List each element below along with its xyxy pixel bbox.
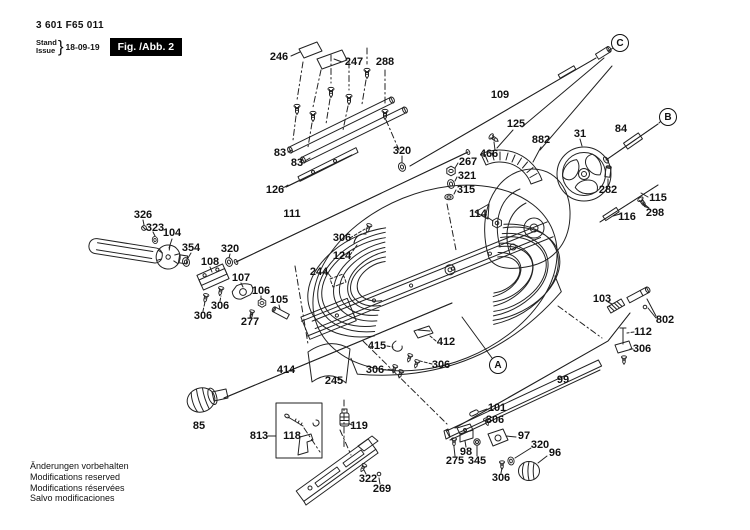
footer-line: Modifications réservées <box>30 482 125 493</box>
miter-scale <box>444 129 543 251</box>
turntable <box>300 184 562 376</box>
part-label-103: 103 <box>592 293 612 305</box>
part-number: 3 601 F65 011 <box>36 20 104 31</box>
figure-number-badge: Fig. /Abb. 2 <box>109 38 183 56</box>
part-label-323: 323 <box>145 222 165 234</box>
part-label-246: 246 <box>269 51 289 63</box>
part-label-99: 99 <box>556 374 570 386</box>
part-label-108: 108 <box>200 256 220 268</box>
part-label-85: 85 <box>192 420 206 432</box>
part-label-105: 105 <box>269 294 289 306</box>
part-label-112: 112 <box>634 326 652 338</box>
part-label-306: 306 <box>365 364 385 376</box>
part-label-306: 306 <box>485 414 505 426</box>
part-label-109: 109 <box>490 89 510 101</box>
part-label-84: 84 <box>614 123 628 135</box>
part-label-414: 414 <box>276 364 296 376</box>
part-label-114: 114 <box>469 208 487 220</box>
part-label-320: 320 <box>392 145 412 157</box>
view-label-C: C <box>611 34 629 52</box>
part-label-244: 244 <box>309 266 329 278</box>
part-label-101: 101 <box>487 402 507 414</box>
stand-label: Stand <box>36 38 57 47</box>
part-label-306: 306 <box>431 359 451 371</box>
part-label-306: 306 <box>193 310 213 322</box>
part-label-125: 125 <box>506 118 526 130</box>
spring-link <box>606 286 657 365</box>
part-label-322: 322 <box>358 473 378 485</box>
part-label-813: 813 <box>249 430 269 442</box>
part-label-282: 282 <box>598 184 618 196</box>
part-label-245: 245 <box>324 375 344 387</box>
view-label-A: A <box>489 356 507 374</box>
mount-box <box>267 402 352 459</box>
part-label-466: 466 <box>479 148 499 160</box>
knob-cluster <box>451 423 548 481</box>
part-label-119: 119 <box>350 420 368 432</box>
part-label-326: 326 <box>133 209 153 221</box>
top-plate-assembly <box>282 41 408 189</box>
part-label-306: 306 <box>632 343 652 355</box>
part-label-107: 107 <box>231 272 251 284</box>
handwheel <box>556 120 662 202</box>
part-label-115: 115 <box>649 192 667 204</box>
part-label-116: 116 <box>618 211 636 223</box>
part-label-320: 320 <box>530 439 550 451</box>
part-label-306: 306 <box>210 300 230 312</box>
part-label-288: 288 <box>375 56 395 68</box>
issue-row: Stand Issue } 18-09-19 Fig. /Abb. 2 <box>36 37 183 57</box>
title-block: 3 601 F65 011 Stand Issue } 18-09-19 Fig… <box>36 20 183 57</box>
clip-assembly <box>382 325 437 380</box>
part-label-96: 96 <box>548 447 562 459</box>
part-label-882: 882 <box>531 134 551 146</box>
part-label-98: 98 <box>459 446 473 458</box>
issue-date: 18-09-19 <box>65 42 100 52</box>
part-label-269: 269 <box>372 483 392 495</box>
blade-guard-assembly <box>474 168 571 269</box>
part-label-83: 83 <box>273 147 287 159</box>
part-label-31: 31 <box>573 128 587 140</box>
part-label-315: 315 <box>456 184 476 196</box>
lock-rod <box>599 184 659 223</box>
part-label-275: 275 <box>445 455 465 467</box>
fence-bar <box>294 265 631 441</box>
part-label-97: 97 <box>517 430 531 442</box>
legal-footer: Änderungen vorbehalten Modifications res… <box>30 461 129 504</box>
part-label-354: 354 <box>181 242 201 254</box>
issue-label: Issue <box>36 46 56 55</box>
part-label-277: 277 <box>240 316 260 328</box>
part-label-320: 320 <box>220 243 240 255</box>
part-label-298: 298 <box>645 207 665 219</box>
part-label-321: 321 <box>457 170 477 182</box>
footer-line: Salvo modificaciones <box>30 493 115 504</box>
part-label-126: 126 <box>265 184 285 196</box>
depth-rod <box>186 302 453 413</box>
part-label-104: 104 <box>162 227 182 239</box>
part-label-106: 106 <box>251 285 271 297</box>
brace-glyph: } <box>57 37 64 56</box>
part-label-345: 345 <box>467 455 487 467</box>
part-label-124: 124 <box>332 250 352 262</box>
part-label-118: 118 <box>283 430 301 442</box>
part-label-412: 412 <box>436 336 456 348</box>
footer-line: Modifications reserved <box>30 471 121 482</box>
view-leader-lines <box>461 316 493 359</box>
part-label-83: 83 <box>290 157 304 169</box>
part-label-802: 802 <box>655 314 675 326</box>
part-label-306: 306 <box>332 232 352 244</box>
part-label-267: 267 <box>458 156 478 168</box>
part-label-306: 306 <box>491 472 511 484</box>
plug-119 <box>339 399 382 485</box>
clip-124 <box>349 222 373 256</box>
part-label-415: 415 <box>367 340 387 352</box>
part-label-111: 111 <box>283 208 301 220</box>
slotted-bracket <box>295 435 379 506</box>
part-label-247: 247 <box>344 56 364 68</box>
clamp-handle-assembly <box>88 219 290 320</box>
view-label-B: B <box>659 108 677 126</box>
slide-rods <box>233 46 614 265</box>
cover-245 <box>307 343 351 384</box>
footer-line: Änderungen vorbehalten <box>30 461 129 471</box>
